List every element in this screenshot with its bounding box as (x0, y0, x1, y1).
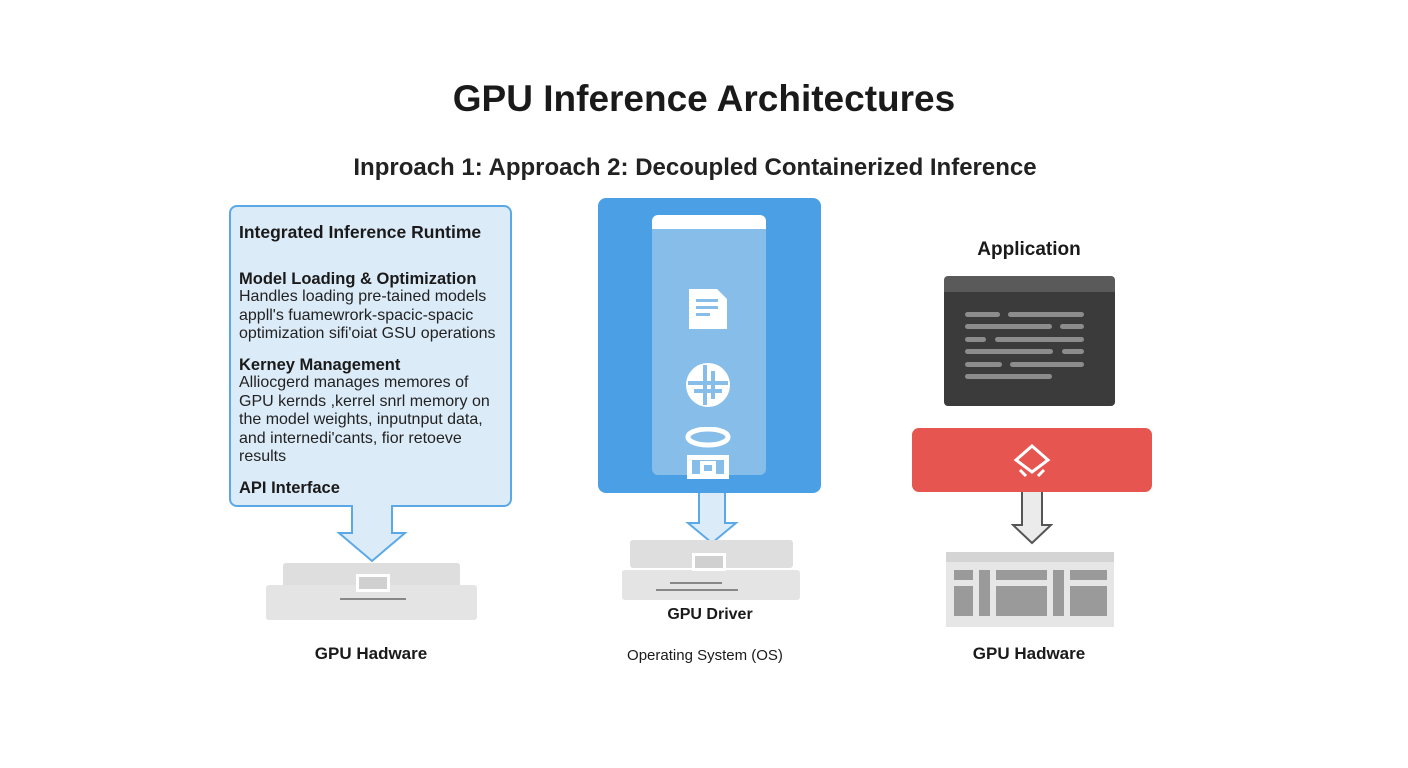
globe-icon (686, 363, 730, 407)
down-arrow-icon (1010, 492, 1054, 545)
layers-icon (1013, 444, 1051, 478)
integrated-runtime-panel: Integrated Inference Runtime Model Loadi… (229, 205, 512, 507)
section-body: Handles loading pre-tained models appll'… (239, 288, 496, 342)
page-subtitle: Inproach 1: Approach 2: Decoupled Contai… (353, 154, 1037, 181)
container-block (598, 198, 821, 493)
section-title: Model Loading & Optimization (239, 269, 477, 288)
gpu-driver-label: GPU Driver (667, 606, 753, 623)
database-icon (685, 427, 731, 479)
application-window (944, 276, 1115, 406)
slot-line (340, 598, 406, 600)
gpu-hardware-block (946, 552, 1114, 627)
document-icon (689, 289, 727, 329)
application-label: Application (977, 239, 1081, 260)
section-body: Alliocgerd manages memores of GPU kernds… (239, 374, 490, 465)
section-title: Kerney Management (239, 355, 401, 374)
slot-line (670, 582, 722, 584)
page-title: GPU Inference Architectures (452, 78, 956, 119)
os-layer (622, 570, 800, 600)
gpu-hardware-label: GPU Hadware (972, 644, 1086, 663)
down-arrow-icon (685, 493, 739, 545)
down-arrow-icon (336, 505, 408, 563)
chip-icon (356, 574, 390, 592)
container-inner (652, 215, 766, 479)
os-label: Operating System (OS) (627, 647, 783, 664)
runtime-layer (912, 428, 1152, 492)
panel-heading: Integrated Inference Runtime (239, 222, 482, 242)
section-title: API Interface (239, 478, 340, 497)
gpu-hardware-label: GPU Hadware (314, 644, 428, 663)
chip-icon (692, 553, 726, 571)
slot-line (656, 589, 738, 591)
